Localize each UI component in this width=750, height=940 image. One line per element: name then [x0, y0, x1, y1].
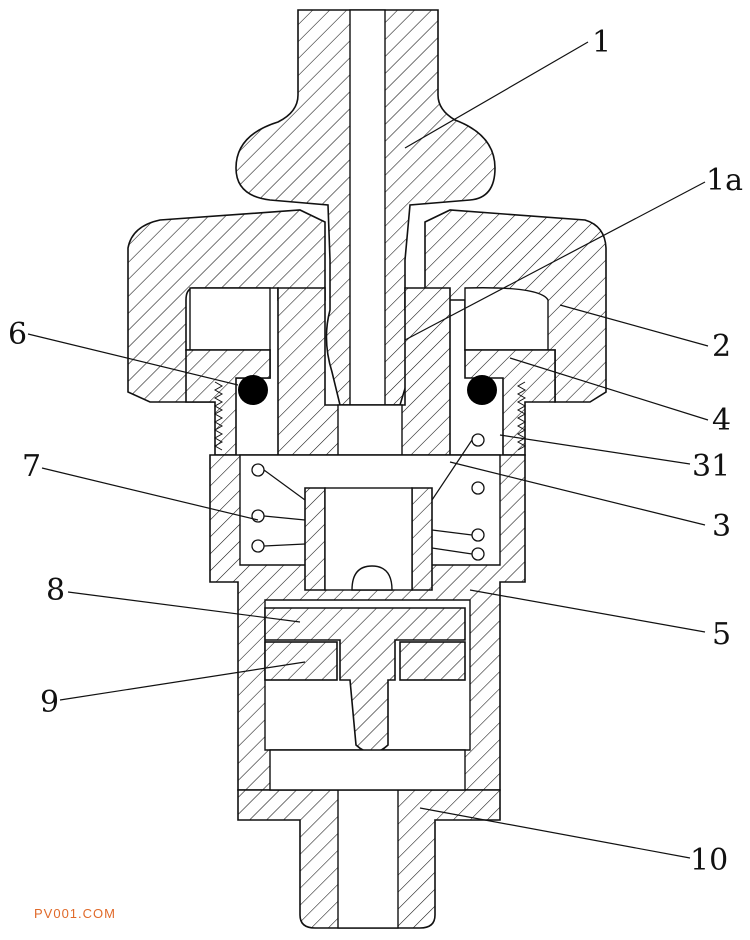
- label-part-4: 4: [712, 403, 731, 438]
- inner-guide: [304, 487, 433, 591]
- label-part-8: 8: [46, 573, 65, 608]
- spring-right: [431, 433, 485, 561]
- cap-housing: [127, 209, 607, 403]
- seat-ring: [264, 641, 466, 681]
- valve-stem: [235, 9, 496, 406]
- thread-lines-left: [213, 381, 224, 451]
- label-part-7: 7: [22, 449, 41, 484]
- label-part-9: 9: [40, 685, 59, 720]
- label-part-10: 10: [690, 843, 728, 878]
- leader-lines: [27, 41, 709, 859]
- label-part-2: 2: [712, 329, 731, 364]
- label-part-1a: 1a: [706, 163, 743, 198]
- watermark-text: PV001.COM: [34, 906, 116, 921]
- label-part-3: 3: [712, 509, 731, 544]
- label-part-31: 31: [692, 449, 730, 484]
- label-part-5: 5: [712, 617, 731, 652]
- o-ring-right: [467, 375, 497, 405]
- label-part-6: 6: [8, 317, 27, 352]
- o-ring-left: [238, 375, 268, 405]
- label-part-1: 1: [592, 25, 611, 60]
- plunger-sleeve: [277, 287, 451, 489]
- bottom-fitting: [237, 749, 501, 929]
